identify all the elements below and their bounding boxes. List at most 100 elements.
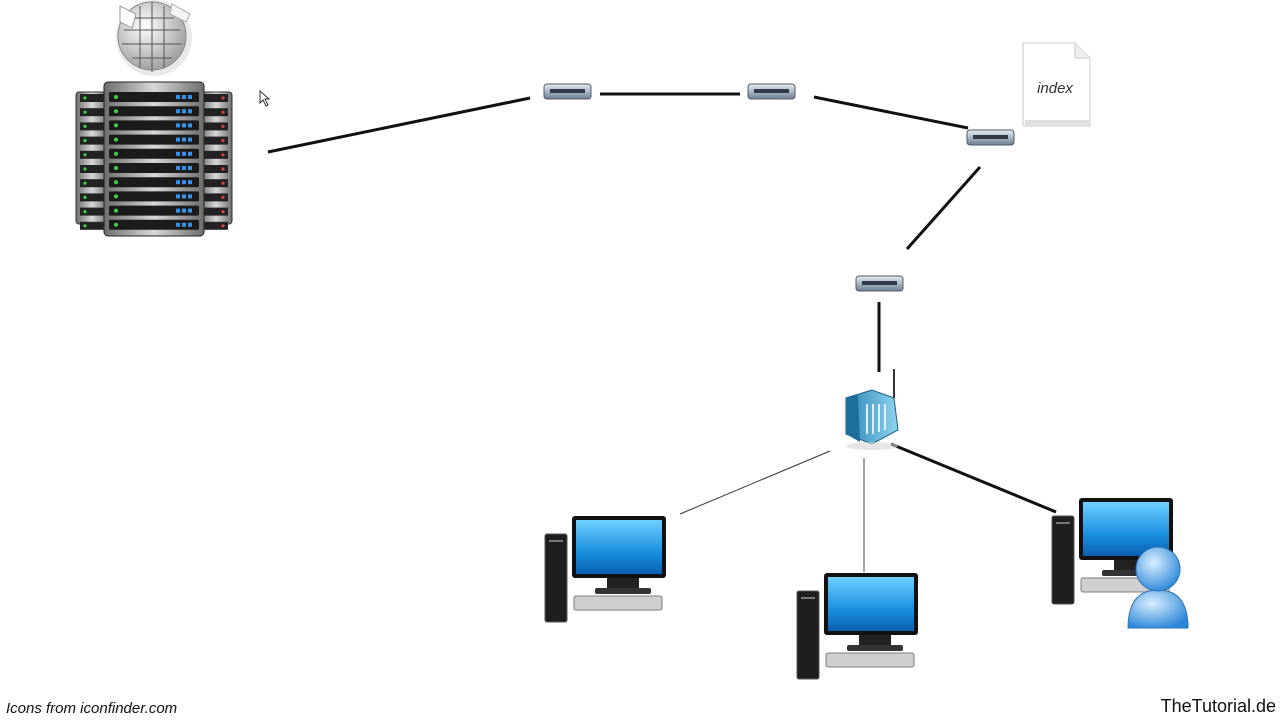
- rack-indicator: [176, 137, 180, 142]
- rack-side-unit: [80, 221, 104, 230]
- rack-indicator: [188, 208, 192, 213]
- edge-switch2-switch3: [813, 95, 969, 130]
- rack-side-led: [83, 139, 87, 143]
- rack-led: [114, 137, 118, 142]
- rack-indicator: [176, 208, 180, 213]
- rack-side-led: [83, 96, 87, 100]
- icon-credit: Icons from iconfinder.com: [6, 700, 178, 717]
- switch-3-icon: [966, 129, 1015, 146]
- edge-router-pc-user: [890, 442, 1057, 514]
- rack-indicator: [188, 95, 192, 99]
- desktop-pc-left-icon: [544, 516, 666, 623]
- edge-switch3-switch4: [905, 166, 982, 250]
- rack-indicator: [182, 109, 186, 114]
- rack-side-unit: [80, 165, 104, 173]
- switch-4-icon: [855, 275, 904, 292]
- switch-1-icon: [543, 83, 592, 100]
- rack-side-led: [83, 224, 87, 228]
- rack-side-unit: [204, 165, 228, 173]
- rack-side-led: [83, 167, 87, 171]
- mouse-cursor-icon: [259, 89, 271, 107]
- rack-indicator: [188, 151, 192, 156]
- wireless-router-icon: [845, 369, 899, 450]
- rack-led: [114, 166, 118, 170]
- rack-led: [114, 180, 118, 185]
- rack-side-led: [83, 110, 87, 114]
- rack-led: [114, 95, 118, 99]
- rack-indicator: [176, 166, 180, 170]
- rack-indicator: [188, 166, 192, 170]
- document-label: index: [1037, 80, 1073, 97]
- document-icon: index: [1022, 42, 1091, 127]
- rack-side-unit: [204, 136, 228, 145]
- rack-unit: [109, 219, 199, 230]
- rack-side-led: [221, 210, 225, 214]
- brand-label: TheTutorial.de: [1160, 696, 1276, 716]
- rack-side-led: [221, 224, 225, 228]
- rack-indicator: [188, 180, 192, 185]
- rack-side-led: [221, 124, 225, 128]
- rack-side-led: [83, 181, 87, 185]
- rack-side-unit: [204, 221, 228, 230]
- rack-unit: [109, 177, 199, 188]
- rack-unit: [109, 92, 199, 102]
- rack-indicator: [182, 208, 186, 213]
- rack-side-led: [221, 195, 225, 199]
- rack-led: [114, 151, 118, 156]
- rack-indicator: [182, 95, 186, 99]
- rack-indicator: [182, 222, 186, 227]
- rack-indicator: [182, 180, 186, 185]
- edge-router-pc-left: [679, 450, 831, 515]
- rack-indicator: [188, 123, 192, 128]
- rack-side-unit: [80, 122, 104, 131]
- rack-side-led: [83, 153, 87, 157]
- desktop-pc-middle-icon: [796, 573, 918, 680]
- rack-led: [114, 109, 118, 114]
- rack-side-led: [83, 124, 87, 128]
- rack-indicator: [188, 194, 192, 199]
- rack-side-unit: [80, 193, 104, 202]
- rack-side-unit: [204, 179, 228, 188]
- rack-indicator: [176, 95, 180, 99]
- rack-side-led: [221, 110, 225, 114]
- rack-side-unit: [80, 150, 104, 159]
- server-rack-icon: [75, 81, 233, 237]
- edge-server-switch1: [267, 96, 531, 154]
- rack-indicator: [176, 194, 180, 199]
- rack-side-led: [221, 167, 225, 171]
- rack-indicator: [182, 151, 186, 156]
- rack-indicator: [182, 166, 186, 170]
- rack-side-unit: [80, 179, 104, 188]
- rack-side-led: [221, 96, 225, 100]
- switch-2-icon: [747, 83, 796, 100]
- rack-side-led: [83, 195, 87, 199]
- rack-indicator: [176, 123, 180, 128]
- rack-indicator: [182, 123, 186, 128]
- rack-side-unit: [80, 136, 104, 145]
- rack-unit: [109, 191, 199, 202]
- rack-indicator: [176, 151, 180, 156]
- rack-side-unit: [204, 193, 228, 202]
- rack-unit: [109, 120, 199, 131]
- rack-led: [114, 123, 118, 128]
- rack-indicator: [176, 180, 180, 185]
- rack-side-unit: [80, 108, 104, 117]
- rack-side-led: [83, 210, 87, 214]
- rack-indicator: [182, 194, 186, 199]
- rack-indicator: [176, 109, 180, 114]
- rack-indicator: [188, 222, 192, 227]
- connections: [267, 92, 1057, 572]
- rack-indicator: [176, 222, 180, 227]
- rack-unit: [109, 148, 199, 159]
- rack-unit: [109, 205, 199, 216]
- rack-led: [114, 222, 118, 227]
- rack-side-unit: [80, 94, 104, 102]
- rack-led: [114, 208, 118, 213]
- wikipedia-globe-icon: [116, 0, 192, 76]
- rack-unit: [109, 106, 199, 117]
- rack-side-unit: [204, 150, 228, 159]
- rack-side-unit: [204, 207, 228, 216]
- user-icon: [1127, 546, 1189, 629]
- rack-side-unit: [204, 108, 228, 117]
